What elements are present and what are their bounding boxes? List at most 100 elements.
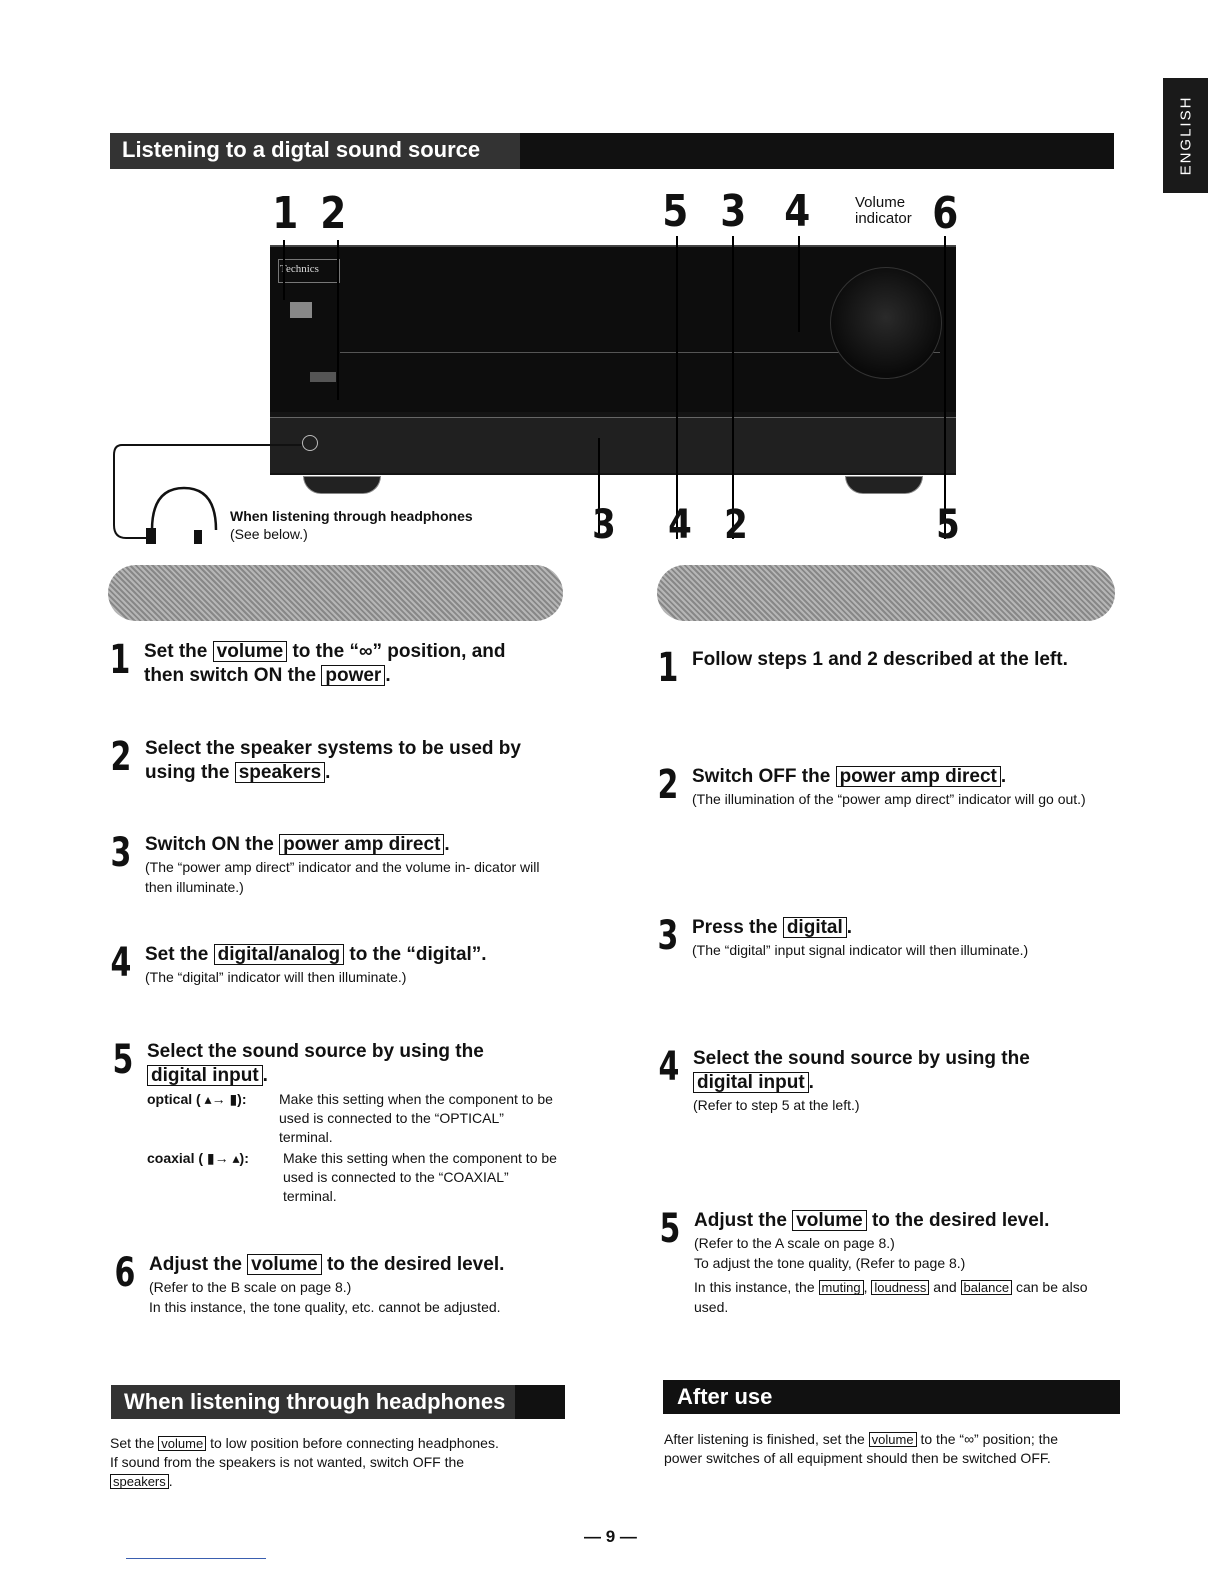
amplifier-foot-right [845, 476, 923, 494]
step-number: 4 [110, 940, 132, 986]
power-amp-direct-control-label: power amp direct [279, 834, 445, 855]
step-note: (The “power amp direct” indicator and th… [145, 859, 540, 895]
volume-control-label: volume [212, 641, 288, 662]
diagram-num-1: 1 [272, 188, 299, 239]
step-text: to the desired level. [871, 1210, 1050, 1231]
step-text: Press the [692, 917, 778, 938]
amplifier-illustration: Technics [270, 245, 956, 475]
step-text: and [933, 1279, 957, 1295]
step-text: Adjust the [694, 1210, 787, 1231]
diagram-num-6: 6 [932, 188, 959, 239]
speakers-switch-illustration [310, 372, 336, 382]
power-control-label: power [321, 665, 386, 686]
power-switch-illustration [290, 302, 312, 318]
optical-description: Make this setting when the component to … [279, 1091, 553, 1145]
panel-line [340, 352, 940, 353]
step-number: 3 [110, 830, 132, 876]
volume-indicator-line2: indicator [855, 210, 912, 227]
step-text: then switch ON the [144, 665, 317, 686]
volume-control-label: volume [792, 1210, 867, 1231]
diagram-num-2: 2 [320, 188, 347, 239]
step-text: . [385, 665, 391, 686]
step-number: 1 [657, 645, 679, 691]
headphones-section-title: When listening through headphones [111, 1385, 516, 1419]
speakers-control-label: speakers [234, 762, 326, 783]
left-step-2: 2 Select the speaker systems to be used … [110, 737, 565, 785]
diagram-num-2-bottom: 2 [724, 502, 748, 548]
step-text: Follow steps 1 and 2 described at the le… [692, 649, 1068, 670]
instruction-text: If sound from the speakers is not wanted… [110, 1454, 465, 1470]
headphones-instructions: Set the volume to low position before co… [110, 1434, 570, 1491]
section-title: Listening to a digtal sound source [110, 133, 520, 169]
step-text: Select the sound source by using the [693, 1048, 1030, 1069]
callout-line [598, 438, 600, 538]
digital-input-control-label: digital input [147, 1065, 263, 1086]
diagram-num-5-bottom: 5 [936, 502, 960, 548]
callout-line [283, 240, 285, 300]
callout-line [676, 236, 678, 539]
step-number: 2 [657, 762, 679, 808]
coaxial-option: coaxial ( ▮→ ▴): Make this setting when … [147, 1149, 565, 1206]
step-text: . [444, 834, 450, 855]
volume-knob-illustration [830, 267, 942, 379]
step-note: (The “digital” input signal indicator wi… [692, 942, 1029, 958]
headphone-jack-icon [302, 435, 318, 451]
left-column-header-banner [108, 565, 563, 621]
coaxial-description: Make this setting when the component to … [283, 1150, 557, 1204]
power-amp-direct-control-label: power amp direct [835, 766, 1001, 787]
page-number: — 9 — [584, 1527, 637, 1546]
step-text: Switch ON the [145, 834, 274, 855]
step-text: . [846, 917, 853, 938]
diagram-num-5: 5 [662, 186, 689, 237]
section-title-bar: Listening to a digtal sound source [110, 133, 1114, 169]
left-step-1: 1 Set the volume to the “∞” position, an… [109, 640, 564, 688]
step-text: In this instance, the [694, 1279, 815, 1295]
balance-control-label: balance [960, 1280, 1013, 1295]
amplifier-foot-left [303, 476, 381, 494]
headphone-subcaption: (See below.) [230, 526, 308, 542]
step-note: In this instance, the muting, loudness a… [694, 1277, 1124, 1317]
language-label: ENGLISH [1177, 95, 1195, 176]
step-number: 2 [110, 734, 132, 780]
step-text: to the desired level. [326, 1254, 505, 1275]
digital-analog-control-label: digital/analog [213, 944, 345, 965]
step-number: 1 [109, 637, 131, 683]
coaxial-label: coaxial ( ▮→ ▴): [147, 1150, 249, 1166]
step-text: Adjust the [149, 1254, 242, 1275]
callout-line [944, 236, 946, 539]
speakers-control-label: speakers [110, 1474, 169, 1489]
instruction-text: to the “∞” position; the [920, 1431, 1059, 1447]
left-step-4: 4 Set the digital/analog to the “digital… [110, 943, 563, 987]
right-step-2: 2 Switch OFF the power amp direct. (The … [657, 765, 1122, 809]
instruction-text: . [168, 1473, 173, 1489]
callout-line [798, 236, 800, 332]
right-step-4: 4 Select the sound source by using the d… [658, 1047, 1123, 1115]
brand-frame [278, 259, 340, 283]
step-text: . [325, 762, 331, 783]
right-step-5: 5 Adjust the volume to the desired level… [659, 1209, 1124, 1317]
after-use-section-title: After use [663, 1380, 783, 1414]
step-text: Set the [144, 641, 208, 662]
step-note: In this instance, the tone quality, etc.… [149, 1299, 501, 1315]
step-text: Set the [145, 944, 209, 965]
step-number: 3 [657, 913, 679, 959]
callout-line [337, 240, 339, 400]
headphones-icon [113, 444, 302, 544]
digital-control-label: digital [782, 917, 847, 938]
diagram-num-3: 3 [720, 186, 747, 237]
step-number: 5 [112, 1037, 134, 1083]
instruction-text: to low position before connecting headph… [210, 1435, 499, 1451]
step-note: (Refer to the B scale on page 8.) [149, 1279, 352, 1295]
after-use-instructions: After listening is finished, set the vol… [664, 1430, 1134, 1468]
left-step-6: 6 Adjust the volume to the desired level… [114, 1253, 567, 1317]
right-step-3: 3 Press the digital. (The “digital” inpu… [657, 916, 1122, 960]
amplifier-lower-strip [270, 417, 956, 473]
instruction-text: Set the [110, 1435, 155, 1451]
left-step-3: 3 Switch ON the power amp direct. (The “… [110, 833, 563, 897]
diagram-num-4: 4 [784, 186, 811, 237]
step-text: Select the speaker systems to be used by [145, 738, 521, 759]
step-text: , [863, 1279, 868, 1295]
brand-logo: Technics [280, 263, 319, 275]
volume-indicator-label: Volume indicator [855, 195, 912, 227]
step-number: 5 [659, 1206, 681, 1252]
